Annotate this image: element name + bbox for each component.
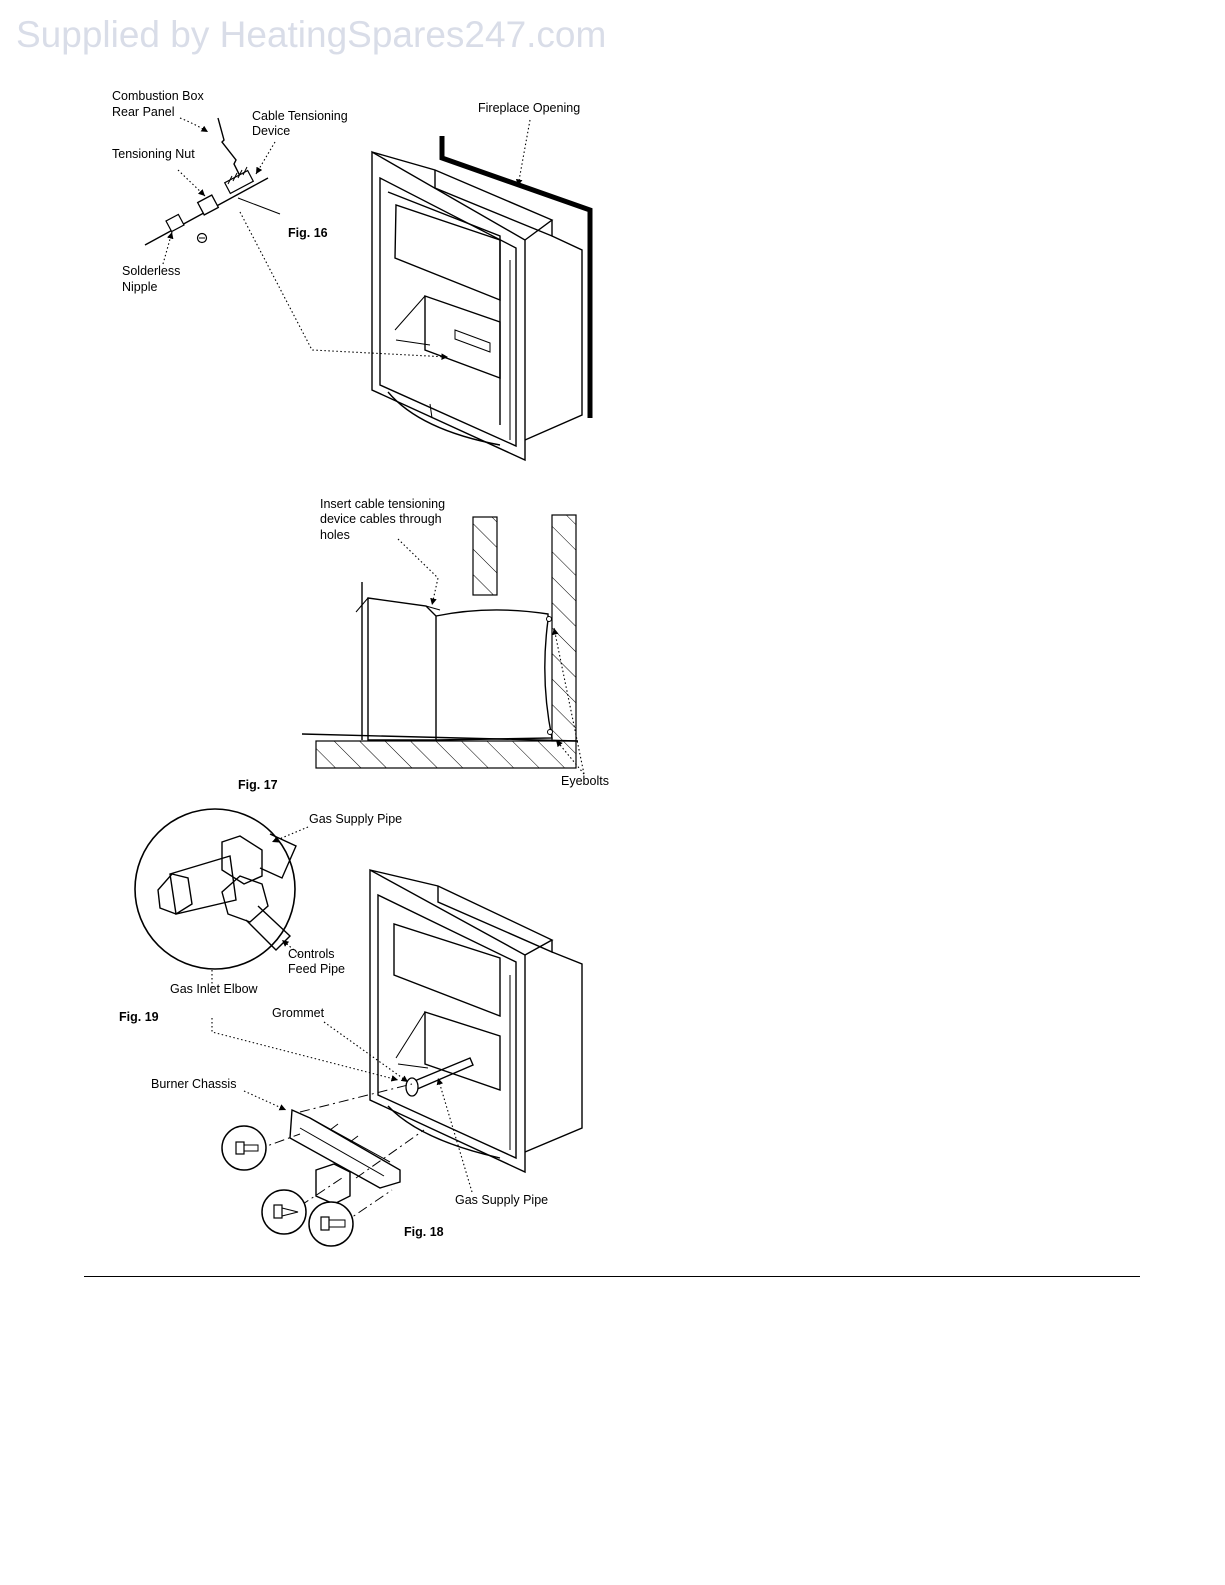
label-solderless: Solderless xyxy=(122,264,180,278)
fig17-diagram xyxy=(301,514,585,775)
fig16-diagram xyxy=(144,117,593,462)
label-burner-chassis: Burner Chassis xyxy=(151,1077,236,1091)
label-gas-supply-pipe-18: Gas Supply Pipe xyxy=(455,1193,548,1207)
label-fireplace-opening: Fireplace Opening xyxy=(478,101,580,115)
insert-front-panel xyxy=(367,597,437,741)
screw-callout-2 xyxy=(261,1189,307,1235)
page-divider xyxy=(84,1276,1140,1277)
eyebolt-lower xyxy=(547,729,553,735)
label-gas-inlet-elbow: Gas Inlet Elbow xyxy=(170,982,259,996)
front-frame-outer-18 xyxy=(369,868,526,1174)
elbow-plug xyxy=(157,873,193,915)
burner-chassis xyxy=(289,1108,401,1189)
fig17-label: Fig. 17 xyxy=(238,778,278,792)
cable-tensioning-device xyxy=(223,169,255,195)
wall-section-left xyxy=(472,516,498,596)
gas-supply-pipe xyxy=(411,1057,474,1091)
fig16-label: Fig. 16 xyxy=(288,226,328,240)
fig18-label: Fig. 18 xyxy=(404,1225,444,1239)
grommet xyxy=(405,1077,419,1097)
label-insert-line2: device cables through xyxy=(320,512,442,526)
rear-panel-edge xyxy=(217,117,241,177)
hearth-floor xyxy=(315,740,577,769)
label-grommet: Grommet xyxy=(272,1006,325,1020)
back-panel xyxy=(394,204,501,302)
label-insert-line1: Insert cable tensioning xyxy=(320,497,445,511)
screw-callout-3 xyxy=(308,1201,354,1247)
fig19-label: Fig. 19 xyxy=(119,1010,159,1024)
lower-hex-nut xyxy=(221,875,269,923)
cable-tensioning-detail xyxy=(144,117,281,246)
fig19-diagram xyxy=(134,808,399,1082)
fireplace-opening-frame xyxy=(439,136,593,418)
label-gas-supply-pipe-19: Gas Supply Pipe xyxy=(309,812,402,826)
wall-section-right xyxy=(551,514,577,742)
insert-body xyxy=(435,609,553,741)
solderless-nipple xyxy=(165,213,185,233)
burner-tray xyxy=(424,295,501,380)
tensioning-nut xyxy=(196,194,220,216)
label-rear-panel: Rear Panel xyxy=(112,105,175,119)
front-frame-inner xyxy=(379,176,517,448)
label-combustion-box: Combustion Box xyxy=(112,89,204,103)
label-tensioning-nut: Tensioning Nut xyxy=(112,147,195,161)
elbow-body xyxy=(169,855,237,915)
label-feed-pipe: Feed Pipe xyxy=(288,962,345,976)
upper-hex-nut xyxy=(221,835,263,885)
watermark-text: Supplied by HeatingSpares247.com xyxy=(16,14,607,55)
screw-callout-1 xyxy=(221,1125,267,1171)
label-nipple: Nipple xyxy=(122,280,157,294)
front-frame-outer xyxy=(371,150,526,462)
fireplace-insert-fig16 xyxy=(371,136,593,462)
cable-tail xyxy=(237,197,281,215)
label-device: Device xyxy=(252,124,290,138)
fig18-diagram xyxy=(221,868,583,1247)
label-controls: Controls xyxy=(288,947,335,961)
gas-supply-pipe-stub xyxy=(259,833,297,879)
eyebolt-upper xyxy=(546,616,552,622)
label-cable-tensioning: Cable Tensioning xyxy=(252,109,348,123)
label-eyebolts: Eyebolts xyxy=(561,774,609,788)
control-block xyxy=(315,1163,351,1205)
label-insert-line3: holes xyxy=(320,528,350,542)
